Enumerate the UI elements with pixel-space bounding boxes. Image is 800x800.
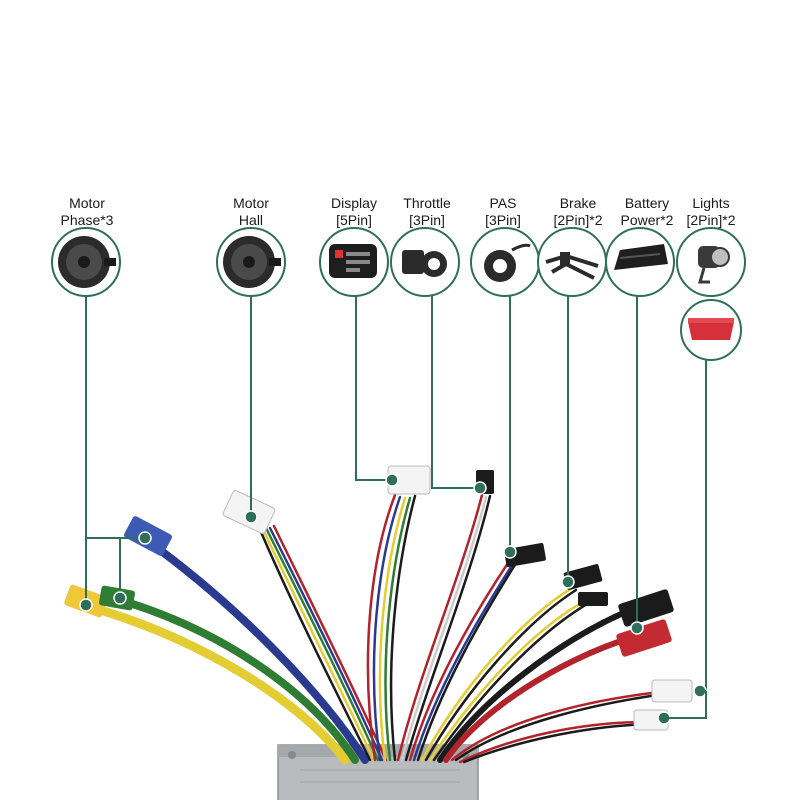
label-battery-line1: Battery	[624, 195, 670, 211]
label-pas-line2: [3Pin]	[485, 212, 521, 228]
label-battery-line2: Power*2	[620, 212, 674, 228]
label-motor-phase-line2: Phase*3	[60, 212, 114, 228]
label-throttle-line2: [3Pin]	[409, 212, 445, 228]
leader-lines	[85, 296, 707, 690]
motor-hall-icon	[216, 227, 286, 297]
taillight-icon	[680, 299, 742, 361]
label-throttle-line1: Throttle	[403, 195, 451, 211]
label-brake-line2: [2Pin]*2	[553, 212, 603, 228]
motor-hub-icon	[51, 227, 121, 297]
connector-battery-black	[618, 589, 674, 627]
label-throttle: Throttle [3Pin]	[403, 195, 450, 229]
wire-phase-green	[116, 596, 359, 764]
label-motor-phase-line1: Motor	[69, 195, 105, 211]
wire-phase-yellow	[95, 605, 350, 765]
label-lights: Lights [2Pin]*2	[686, 195, 735, 229]
display-icon	[319, 227, 389, 297]
wire-phase-blue	[156, 546, 369, 764]
connector-brake-2	[578, 592, 608, 606]
connector-light-1	[651, 679, 693, 703]
label-motor-hall: Motor Hall	[233, 195, 269, 229]
label-lights-line2: [2Pin]*2	[686, 212, 736, 228]
label-motor-phase: Motor Phase*3	[61, 195, 114, 229]
label-motor-hall-line1: Motor	[233, 195, 269, 211]
label-lights-line1: Lights	[692, 195, 730, 211]
pas-sensor-icon	[470, 227, 540, 297]
label-display: Display [5Pin]	[331, 195, 377, 229]
leader-dots	[79, 473, 707, 725]
label-motor-hall-line2: Hall	[238, 212, 264, 228]
throttle-icon	[390, 227, 460, 297]
battery-icon	[605, 227, 675, 297]
label-display-line1: Display	[331, 195, 377, 211]
label-pas: PAS [3Pin]	[485, 195, 521, 229]
connector-battery-red	[616, 619, 672, 657]
label-display-line2: [5Pin]	[336, 212, 372, 228]
wire-bundle	[95, 493, 666, 765]
component-icons	[51, 227, 746, 361]
label-battery: Battery Power*2	[621, 195, 674, 229]
label-brake-line1: Brake	[559, 195, 597, 211]
label-pas-line1: PAS	[489, 195, 517, 211]
headlight-icon	[676, 227, 746, 297]
label-brake: Brake [2Pin]*2	[553, 195, 602, 229]
brake-lever-icon	[537, 227, 607, 297]
